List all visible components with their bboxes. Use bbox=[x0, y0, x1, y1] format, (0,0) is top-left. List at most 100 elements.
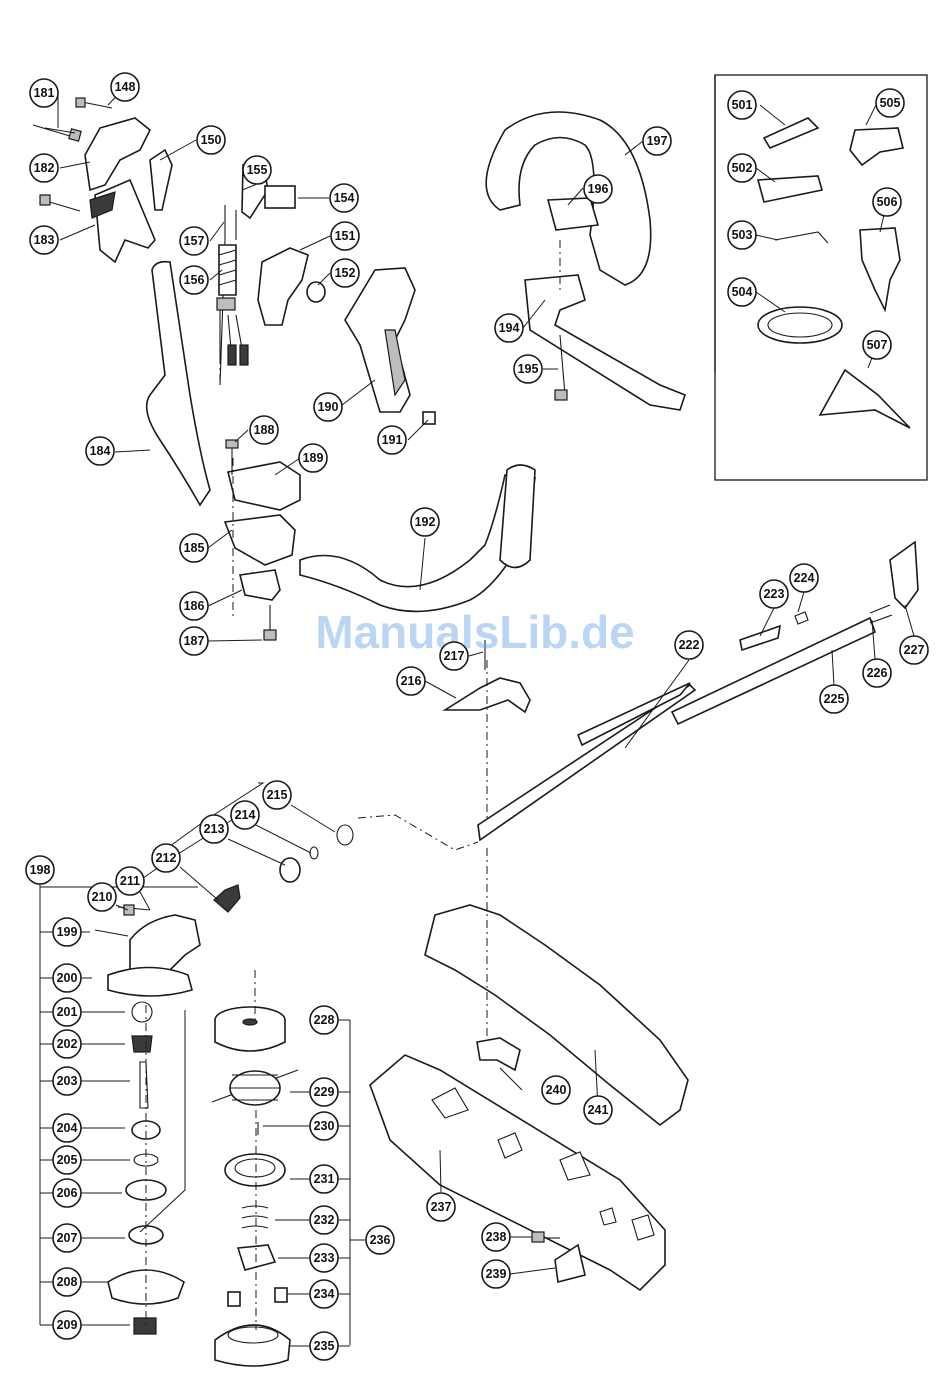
callout-label: 217 bbox=[444, 649, 465, 663]
callout-151: 151 bbox=[331, 222, 359, 250]
callout-198: 198 bbox=[26, 856, 54, 884]
callout-label: 503 bbox=[732, 228, 753, 242]
callout-152: 152 bbox=[331, 259, 359, 287]
callout-label: 207 bbox=[57, 1231, 78, 1245]
callout-506: 506 bbox=[873, 188, 901, 216]
callout-label: 190 bbox=[318, 400, 339, 414]
callout-189: 189 bbox=[299, 444, 327, 472]
callout-label: 235 bbox=[314, 1339, 335, 1353]
callout-229: 229 bbox=[310, 1078, 338, 1106]
callout-236: 236 bbox=[366, 1226, 394, 1254]
callout-215: 215 bbox=[263, 781, 291, 809]
callout-188: 188 bbox=[250, 416, 278, 444]
callout-label: 184 bbox=[90, 444, 111, 458]
callout-label: 154 bbox=[334, 191, 355, 205]
callout-238: 238 bbox=[482, 1223, 510, 1251]
callout-label: 226 bbox=[867, 666, 888, 680]
callout-204: 204 bbox=[53, 1114, 81, 1142]
callout-184: 184 bbox=[86, 437, 114, 465]
callout-label: 202 bbox=[57, 1037, 78, 1051]
callout-label: 502 bbox=[732, 161, 753, 175]
callout-label: 239 bbox=[486, 1267, 507, 1281]
callout-156: 156 bbox=[180, 266, 208, 294]
callout-label: 150 bbox=[201, 133, 222, 147]
callout-234: 234 bbox=[310, 1280, 338, 1308]
callout-label: 187 bbox=[184, 634, 205, 648]
callout-200: 200 bbox=[53, 964, 81, 992]
callout-label: 228 bbox=[314, 1013, 335, 1027]
callout-196: 196 bbox=[584, 175, 612, 203]
callout-209: 209 bbox=[53, 1311, 81, 1339]
callout-199: 199 bbox=[53, 918, 81, 946]
callout-label: 241 bbox=[588, 1103, 609, 1117]
callout-211: 211 bbox=[116, 867, 144, 895]
callout-230: 230 bbox=[310, 1112, 338, 1140]
callout-label: 189 bbox=[303, 451, 324, 465]
callout-label: 501 bbox=[732, 98, 753, 112]
callout-label: 181 bbox=[34, 86, 55, 100]
callout-label: 224 bbox=[794, 571, 815, 585]
callout-label: 182 bbox=[34, 161, 55, 175]
callout-label: 201 bbox=[57, 1005, 78, 1019]
callout-label: 151 bbox=[335, 229, 356, 243]
callout-191: 191 bbox=[378, 426, 406, 454]
callout-154: 154 bbox=[330, 184, 358, 212]
callout-label: 197 bbox=[647, 134, 668, 148]
callout-231: 231 bbox=[310, 1165, 338, 1193]
callout-201: 201 bbox=[53, 998, 81, 1026]
callout-157: 157 bbox=[180, 227, 208, 255]
callout-label: 225 bbox=[824, 692, 845, 706]
callout-213: 213 bbox=[200, 815, 228, 843]
callout-label: 236 bbox=[370, 1233, 391, 1247]
callout-label: 227 bbox=[904, 643, 925, 657]
callout-label: 213 bbox=[204, 822, 225, 836]
callout-507: 507 bbox=[863, 331, 891, 359]
watermark-text: ManualsLib.de bbox=[315, 606, 634, 658]
callout-203: 203 bbox=[53, 1067, 81, 1095]
callout-label: 155 bbox=[247, 163, 268, 177]
callout-label: 185 bbox=[184, 541, 205, 555]
callout-label: 148 bbox=[115, 80, 136, 94]
callout-208: 208 bbox=[53, 1268, 81, 1296]
callout-label: 211 bbox=[120, 874, 140, 888]
callout-label: 504 bbox=[732, 285, 753, 299]
callout-label: 186 bbox=[184, 599, 205, 613]
callout-216: 216 bbox=[397, 667, 425, 695]
callout-207: 207 bbox=[53, 1224, 81, 1252]
callout-label: 157 bbox=[184, 234, 205, 248]
callout-label: 215 bbox=[267, 788, 288, 802]
callout-label: 196 bbox=[588, 182, 609, 196]
callout-501: 501 bbox=[728, 91, 756, 119]
callout-label: 214 bbox=[235, 808, 256, 822]
callout-224: 224 bbox=[790, 564, 818, 592]
callout-226: 226 bbox=[863, 659, 891, 687]
callout-187: 187 bbox=[180, 627, 208, 655]
callout-label: 230 bbox=[314, 1119, 335, 1133]
callout-205: 205 bbox=[53, 1146, 81, 1174]
callout-235: 235 bbox=[310, 1332, 338, 1360]
callout-label: 205 bbox=[57, 1153, 78, 1167]
callout-505: 505 bbox=[876, 89, 904, 117]
callout-label: 183 bbox=[34, 233, 55, 247]
callout-label: 234 bbox=[314, 1287, 335, 1301]
callout-186: 186 bbox=[180, 592, 208, 620]
callout-237: 237 bbox=[427, 1193, 455, 1221]
callout-label: 240 bbox=[546, 1083, 567, 1097]
callout-label: 506 bbox=[877, 195, 898, 209]
callout-214: 214 bbox=[231, 801, 259, 829]
callout-label: 208 bbox=[57, 1275, 78, 1289]
callout-label: 507 bbox=[867, 338, 888, 352]
callout-label: 231 bbox=[314, 1172, 335, 1186]
callout-504: 504 bbox=[728, 278, 756, 306]
callout-label: 505 bbox=[880, 96, 901, 110]
callout-label: 152 bbox=[335, 266, 356, 280]
callout-label: 212 bbox=[156, 851, 177, 865]
callout-label: 210 bbox=[92, 890, 113, 904]
callout-label: 156 bbox=[184, 273, 205, 287]
callout-label: 233 bbox=[314, 1251, 335, 1265]
callout-label: 194 bbox=[499, 321, 520, 335]
callout-192: 192 bbox=[411, 508, 439, 536]
callout-label: 204 bbox=[57, 1121, 78, 1135]
callout-label: 222 bbox=[679, 638, 700, 652]
